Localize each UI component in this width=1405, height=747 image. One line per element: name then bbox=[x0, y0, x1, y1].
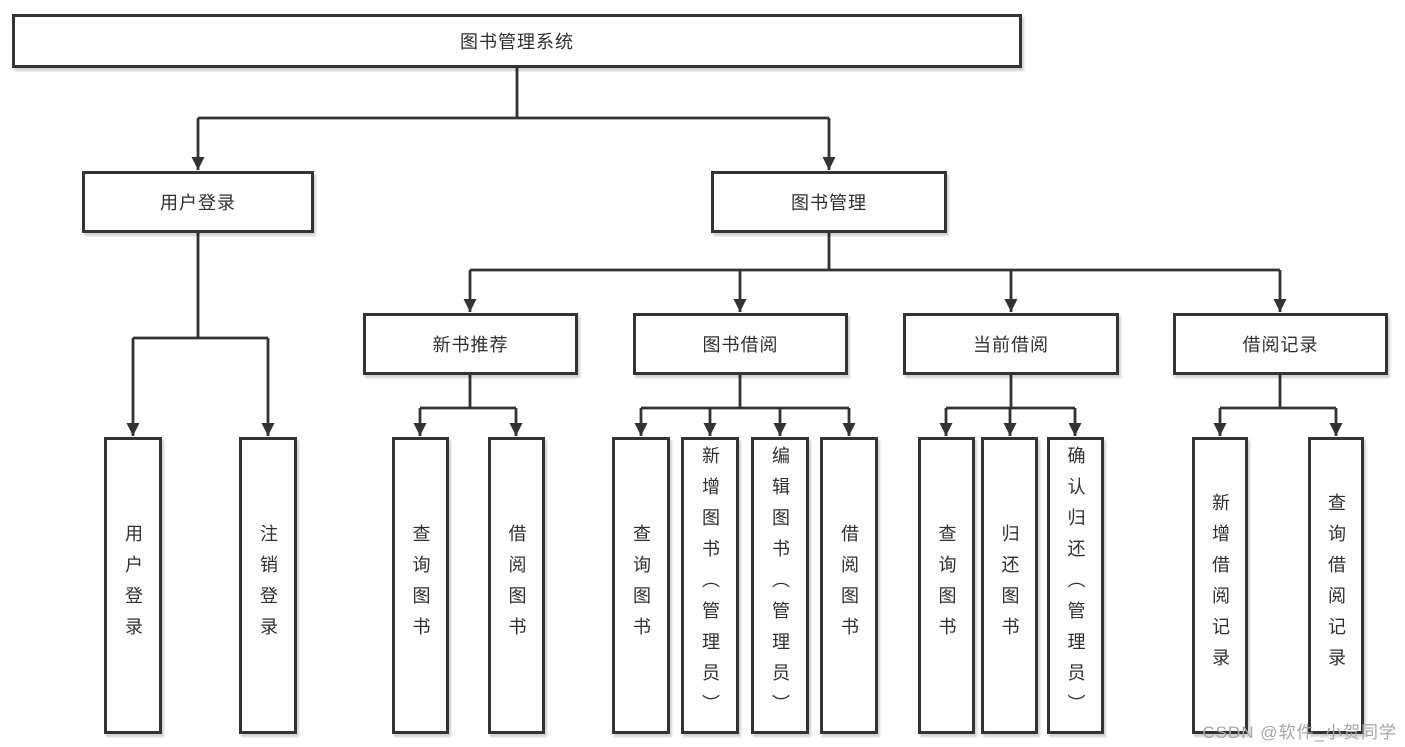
leaf-confirm-return-admin: 确认归还（管理员） bbox=[1047, 437, 1104, 734]
node-label: 归还图书 bbox=[999, 523, 1020, 648]
leaf-borrow-books: 借阅图书 bbox=[820, 437, 878, 734]
node-user-login: 用户登录 bbox=[82, 171, 314, 233]
leaf-search-borrow-record: 查询借阅记录 bbox=[1308, 437, 1364, 734]
leaf-user-login: 用户登录 bbox=[104, 437, 162, 734]
leaf-add-borrow-record: 新增借阅记录 bbox=[1192, 437, 1248, 734]
node-label: 图书管理系统 bbox=[460, 32, 574, 52]
node-label: 图书借阅 bbox=[702, 335, 779, 355]
leaf-borrow-books-recommend: 借阅图书 bbox=[488, 437, 545, 734]
node-label: 确认归还（管理员） bbox=[1065, 446, 1086, 725]
node-new-book-recommend: 新书推荐 bbox=[363, 313, 578, 375]
node-system-root: 图书管理系统 bbox=[12, 14, 1022, 68]
node-label: 图书管理 bbox=[791, 193, 867, 213]
node-label: 当前借阅 bbox=[973, 335, 1049, 355]
csdn-watermark: CSDN @软件_小贺同学 bbox=[1202, 723, 1397, 742]
node-borrowing-records: 借阅记录 bbox=[1173, 313, 1388, 375]
node-label: 查询图书 bbox=[410, 523, 431, 648]
node-label: 新书推荐 bbox=[432, 335, 509, 355]
leaf-search-books-current: 查询图书 bbox=[918, 437, 975, 734]
node-current-borrowing: 当前借阅 bbox=[903, 313, 1119, 375]
leaf-edit-book-admin: 编辑图书（管理员） bbox=[751, 437, 809, 734]
node-label: 新增借阅记录 bbox=[1210, 492, 1230, 679]
node-label: 借阅图书 bbox=[506, 523, 527, 648]
node-label: 借阅图书 bbox=[839, 523, 859, 648]
node-label: 用户登录 bbox=[123, 523, 143, 648]
node-label: 新增图书（管理员） bbox=[700, 446, 720, 725]
node-label: 查询图书 bbox=[631, 523, 651, 648]
node-label: 注销登录 bbox=[258, 523, 278, 648]
leaf-add-book-admin: 新增图书（管理员） bbox=[681, 437, 739, 734]
node-label: 查询图书 bbox=[936, 523, 957, 648]
node-label: 用户登录 bbox=[160, 193, 236, 213]
leaf-search-books-borrow: 查询图书 bbox=[612, 437, 670, 734]
leaf-logout: 注销登录 bbox=[239, 437, 297, 734]
node-label: 查询借阅记录 bbox=[1326, 492, 1346, 679]
node-label: 编辑图书（管理员） bbox=[770, 446, 790, 725]
leaf-search-books-recommend: 查询图书 bbox=[392, 437, 449, 734]
node-book-borrowing: 图书借阅 bbox=[633, 313, 848, 375]
node-label: 借阅记录 bbox=[1242, 335, 1319, 355]
node-book-management: 图书管理 bbox=[711, 171, 947, 233]
leaf-return-book: 归还图书 bbox=[981, 437, 1038, 734]
